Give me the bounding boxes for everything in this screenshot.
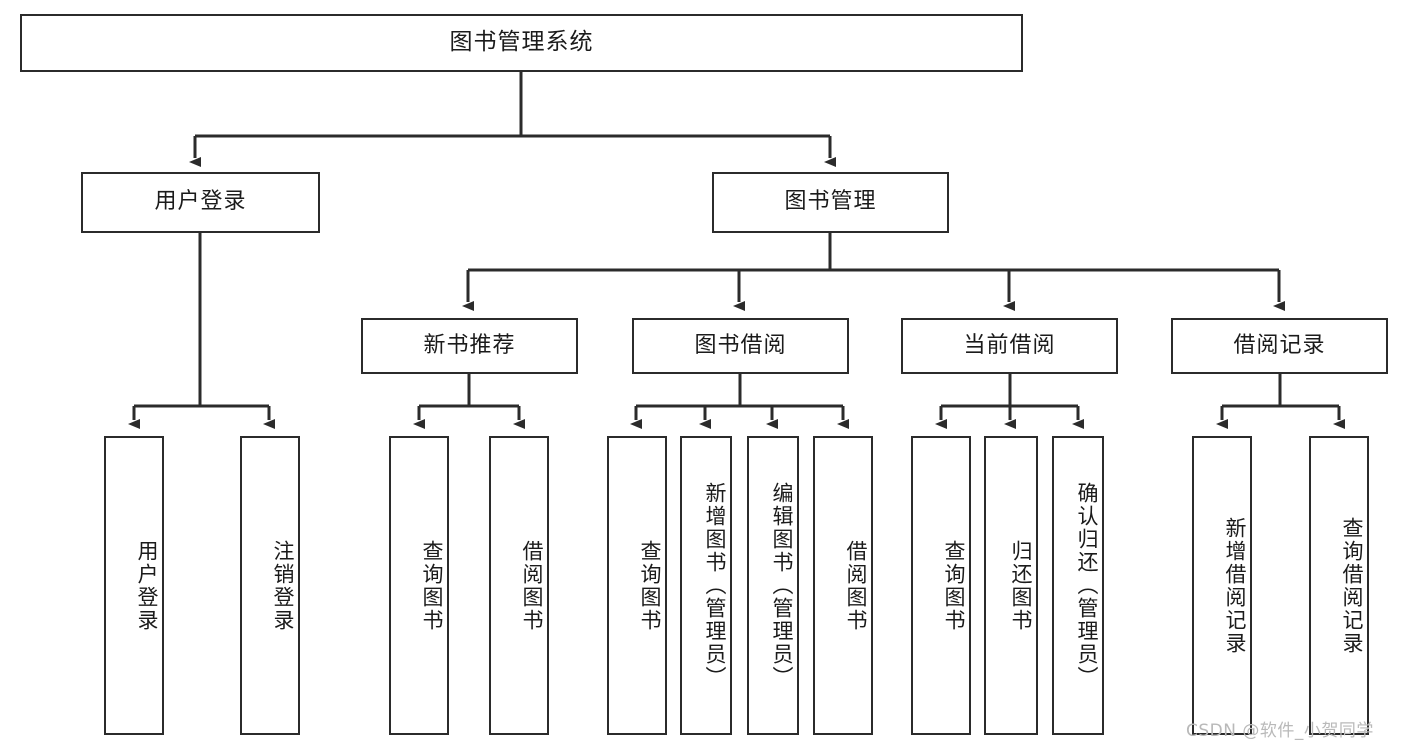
node-user-login[interactable]: 用户登录	[81, 172, 320, 233]
leaf-query-book-current[interactable]: 查询图书	[911, 436, 971, 735]
leaf-label: 查询图书	[638, 539, 662, 632]
leaf-label: 查询借阅记录	[1340, 516, 1364, 655]
leaf-query-book-recommend[interactable]: 查询图书	[389, 436, 449, 735]
node-current-borrow[interactable]: 当前借阅	[901, 318, 1118, 374]
node-root-book-management-system[interactable]: 图书管理系统	[20, 14, 1023, 72]
leaf-borrow-book-recommend[interactable]: 借阅图书	[489, 436, 549, 735]
leaf-label: 用户登录	[135, 539, 159, 632]
leaf-label: 查询图书	[420, 539, 444, 632]
leaf-query-borrow-record[interactable]: 查询借阅记录	[1309, 436, 1369, 735]
node-book-manage[interactable]: 图书管理	[712, 172, 949, 233]
leaf-label: 编辑图书（管理员）	[770, 482, 794, 689]
leaf-label: 新增图书（管理员）	[703, 482, 727, 689]
leaf-add-book-admin[interactable]: 新增图书（管理员）	[680, 436, 732, 735]
leaf-confirm-return-admin[interactable]: 确认归还（管理员）	[1052, 436, 1104, 735]
node-new-book-recommend[interactable]: 新书推荐	[361, 318, 578, 374]
leaf-borrow-book-borrow[interactable]: 借阅图书	[813, 436, 873, 735]
leaf-label: 新增借阅记录	[1223, 516, 1247, 655]
leaf-user-logout[interactable]: 注销登录	[240, 436, 300, 735]
leaf-label: 注销登录	[271, 539, 295, 632]
leaf-user-login[interactable]: 用户登录	[104, 436, 164, 735]
leaf-query-book-borrow[interactable]: 查询图书	[607, 436, 667, 735]
leaf-label: 归还图书	[1009, 539, 1033, 632]
leaf-add-borrow-record[interactable]: 新增借阅记录	[1192, 436, 1252, 735]
node-borrow-record[interactable]: 借阅记录	[1171, 318, 1388, 374]
node-book-borrow[interactable]: 图书借阅	[632, 318, 849, 374]
leaf-edit-book-admin[interactable]: 编辑图书（管理员）	[747, 436, 799, 735]
leaf-return-book[interactable]: 归还图书	[984, 436, 1038, 735]
leaf-label: 查询图书	[942, 539, 966, 632]
leaf-label: 确认归还（管理员）	[1075, 482, 1099, 689]
leaf-label: 借阅图书	[520, 539, 544, 632]
csdn-watermark: CSDN @软件_小贺同学	[1186, 721, 1374, 741]
leaf-label: 借阅图书	[844, 539, 868, 632]
